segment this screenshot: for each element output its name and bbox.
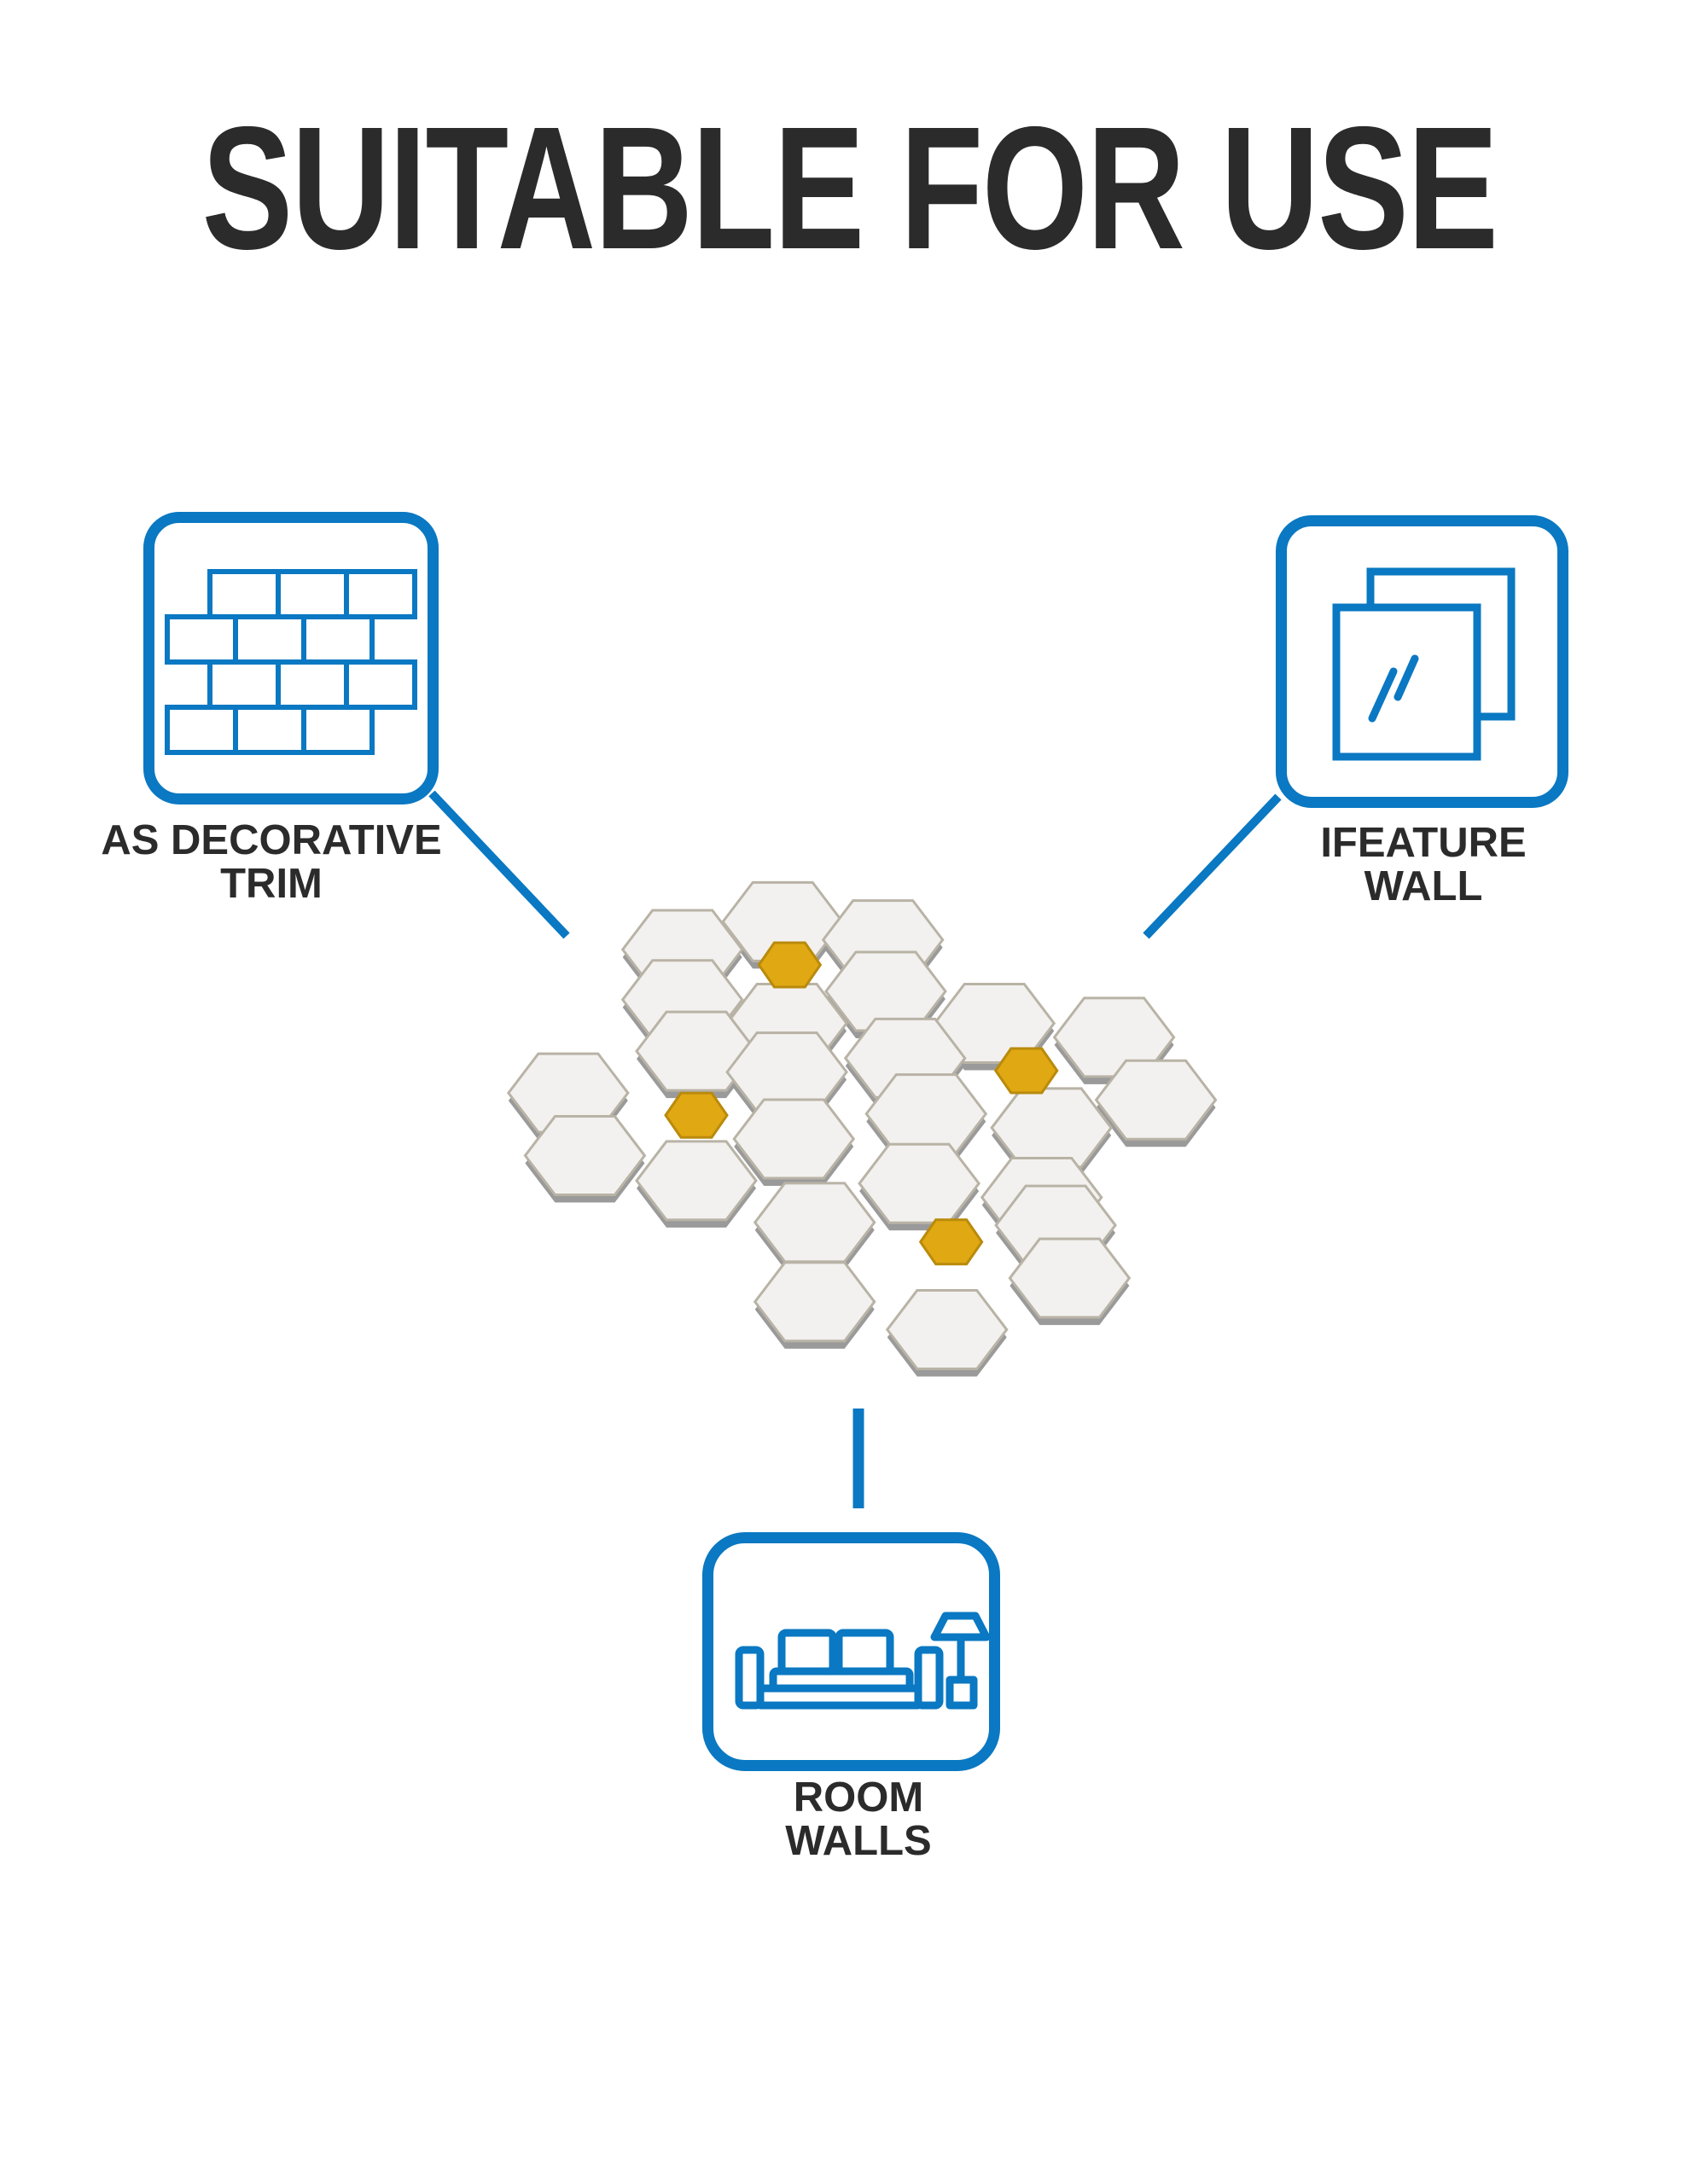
marble-hex-tile (980, 1157, 1103, 1239)
label-line: AS DECORATIVE (101, 817, 442, 863)
tile-shadow (508, 1061, 628, 1141)
tile-shadow (622, 918, 742, 997)
tile-shadow (934, 991, 1055, 1071)
marble-hex-tile (732, 1098, 856, 1180)
page-title: SUITABLE FOR USE (201, 90, 1498, 286)
marble-hex-tile (753, 1182, 876, 1263)
room-walls-card (702, 1532, 1000, 1771)
marble-hex-tile (824, 950, 947, 1032)
tile-shadow (1054, 1005, 1174, 1084)
tile-shadow (1010, 1246, 1130, 1326)
sofa-lamp-icon (735, 1612, 989, 1710)
marble-hex-tile (506, 1052, 630, 1134)
label-line: IFEATURE (1320, 820, 1527, 866)
gold-hex-tile (664, 1091, 729, 1139)
marble-hex-tile (858, 1142, 981, 1224)
marble-hex-tile (523, 1115, 647, 1197)
label-line: ROOM (793, 1774, 924, 1821)
label-line: WALLS (785, 1818, 932, 1865)
room-walls-label: ROOM WALLS (645, 1774, 1072, 1865)
feature-wall-label: IFEATURE WALL (1210, 820, 1637, 910)
marble-hex-tile (885, 1289, 1009, 1371)
tile-shadow (825, 959, 946, 1038)
marble-hex-tile (864, 1073, 988, 1155)
marble-hex-tile (1094, 1059, 1218, 1141)
tile-shadow (859, 1152, 980, 1231)
marble-hex-tile (933, 983, 1056, 1065)
glass-panels-icon (1332, 567, 1516, 761)
tile-shadow (866, 1082, 986, 1161)
tile-shadow (723, 890, 843, 969)
marble-hex-tile (994, 1184, 1117, 1266)
gold-hex-tile (918, 1218, 984, 1266)
tile-shadow (637, 1019, 756, 1099)
marble-hex-tile (721, 880, 845, 962)
feature-wall-card (1276, 515, 1568, 808)
tile-shadow (845, 1026, 965, 1106)
marble-hex-tile (753, 1261, 876, 1343)
tile-shadow (754, 1269, 875, 1349)
tile-shadow (727, 1040, 847, 1119)
marble-hex-tile (1008, 1237, 1132, 1319)
decorative-trim-card (143, 512, 439, 804)
tile-shadow (525, 1124, 645, 1203)
tile-shadow (1096, 1068, 1216, 1147)
tile-shadow (734, 1107, 854, 1186)
marble-hex-tile (725, 983, 848, 1065)
tile-shadow (887, 1298, 1007, 1377)
tile-shadow (727, 991, 847, 1071)
tile-shadow (754, 1190, 875, 1269)
tile-shadow (637, 1148, 756, 1228)
gold-hex-tile (757, 941, 823, 989)
label-line: TRIM (220, 861, 323, 908)
brick-wall-icon (165, 569, 417, 755)
marble-hex-tile (990, 1087, 1114, 1169)
marble-hex-tile (725, 1031, 848, 1113)
marble-hex-tile (843, 1017, 967, 1099)
tile-shadow (996, 1194, 1116, 1273)
marble-hex-tile (635, 1140, 758, 1222)
marble-hex-tile (1052, 996, 1176, 1078)
decorative-trim-label: AS DECORATIVE TRIM (58, 817, 485, 908)
gold-hex-tile (993, 1047, 1059, 1095)
tile-shadow (823, 908, 943, 987)
label-line: WALL (1364, 863, 1483, 910)
marble-hex-tile (620, 909, 744, 990)
tile-shadow (992, 1095, 1112, 1175)
marble-hex-tile (821, 899, 945, 981)
tile-shadow (981, 1165, 1102, 1245)
marble-hex-tile (635, 1010, 758, 1092)
marble-hex-tile (620, 959, 744, 1041)
tile-shadow (622, 967, 742, 1047)
